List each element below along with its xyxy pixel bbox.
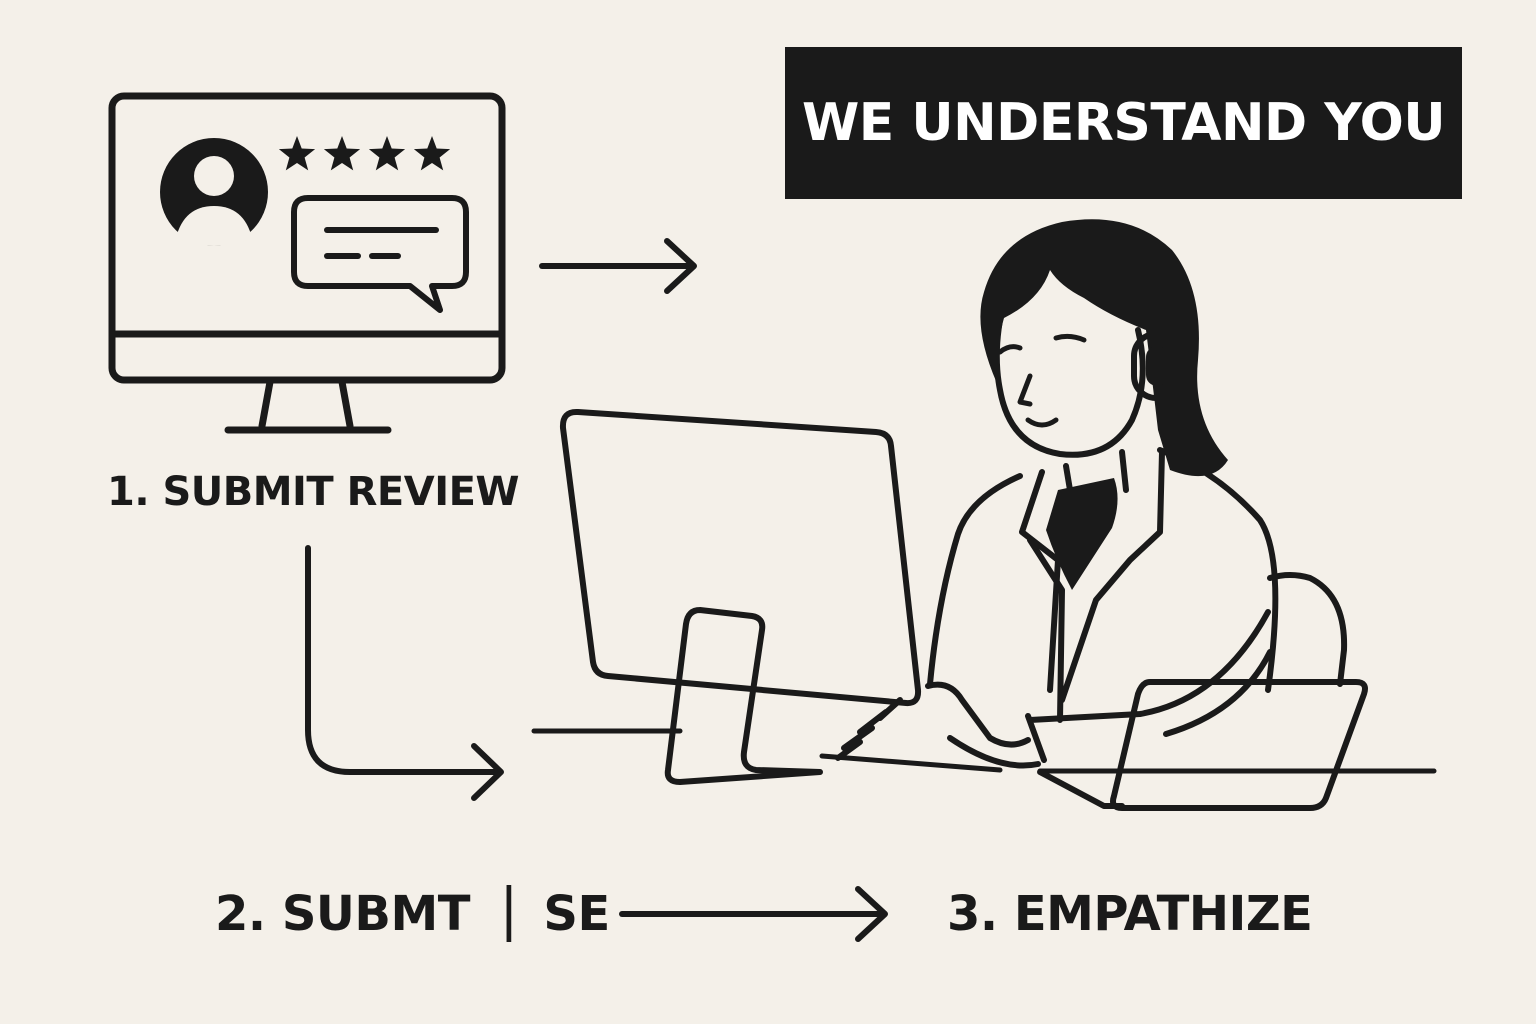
star-icon (323, 136, 361, 171)
desk-monitor-screen (559, 408, 922, 707)
agent-eyebrow-right (1053, 333, 1087, 343)
laptop-screen (1110, 679, 1368, 811)
desk-monitor-stand (664, 607, 823, 785)
agent-blouse (1046, 478, 1118, 590)
agent-smile (1025, 417, 1059, 428)
banner-background (785, 47, 1462, 199)
avatar-cutouts (176, 156, 252, 246)
arrow-right-top (539, 238, 697, 294)
laptop-base (1037, 769, 1125, 809)
headset-earcup-fill (1146, 346, 1168, 386)
step-2-label: 2. SUBMT (215, 886, 470, 942)
agent-eyebrow-left (997, 344, 1023, 355)
star-icon (278, 136, 316, 171)
arrow-step2-to-step3 (619, 886, 888, 942)
agent-hair (980, 219, 1228, 477)
headline-banner: WE UNDERSTAND YOU (785, 47, 1462, 199)
step-1-label: 1. SUBMIT REVIEW (107, 469, 520, 515)
agent-hand (835, 681, 1041, 769)
agent-nose (1017, 373, 1033, 407)
desk-monitor (559, 408, 922, 785)
keyboard (819, 753, 1003, 773)
step-2-label-fragment: ▏SE (507, 886, 610, 942)
blazer-lapel-left (1019, 469, 1061, 693)
laptop (1037, 679, 1368, 811)
star-icon (413, 136, 451, 171)
monitor-screen-frame (108, 92, 506, 384)
four-star-rating-icon (278, 136, 451, 171)
star-icon (368, 136, 406, 171)
chair-back (1267, 572, 1348, 687)
headline-text: WE UNDERSTAND YOU (801, 93, 1446, 153)
arrow-down-right (305, 545, 504, 801)
speech-bubble-icon (291, 195, 469, 313)
agent-torso (927, 447, 1279, 723)
monitor-stand (258, 378, 354, 430)
step-3-label: 3. EMPATHIZE (947, 886, 1313, 942)
blazer-lapel-right (1059, 449, 1165, 703)
monitor-with-review-icon (108, 92, 506, 434)
